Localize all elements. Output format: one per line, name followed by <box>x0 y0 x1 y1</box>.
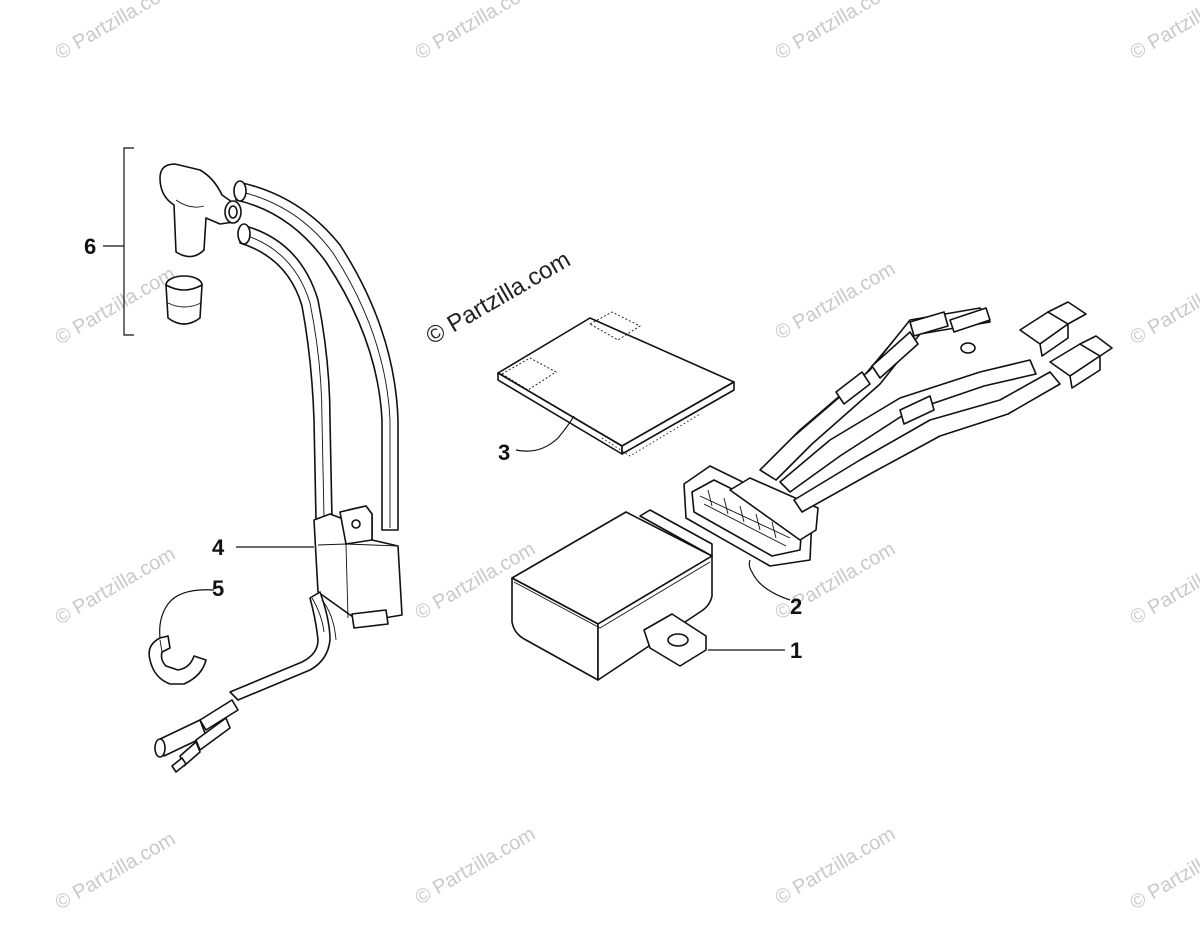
watermark-tile: © Partzilla.com <box>1127 543 1200 629</box>
watermark-tile: © Partzilla.com <box>1127 828 1200 914</box>
callout-5: 5 <box>212 576 224 601</box>
watermark-tile: © Partzilla.com <box>52 543 180 629</box>
watermark-tile: © Partzilla.com <box>1127 0 1200 64</box>
callout-6: 6 <box>84 234 96 259</box>
part-1-cdi-box <box>511 509 713 681</box>
watermark-tile: © Partzilla.com <box>52 0 180 64</box>
watermark-tile: © Partzilla.com <box>772 823 900 909</box>
bracket-6 <box>123 147 134 336</box>
watermark-tile: © Partzilla.com <box>412 0 540 64</box>
part-5-wire-clip <box>148 635 207 685</box>
watermark-grid: © Partzilla.com © Partzilla.com © Partzi… <box>52 0 1200 914</box>
watermark-main: © Partzilla.com <box>422 246 576 350</box>
part-4-ignition-coil <box>154 180 403 773</box>
callout-4: 4 <box>212 535 225 560</box>
watermark-tile: © Partzilla.com <box>772 0 900 64</box>
watermark-tile: © Partzilla.com <box>1127 263 1200 349</box>
watermark-tile: © Partzilla.com <box>52 263 180 349</box>
watermark-tile: © Partzilla.com <box>772 258 900 344</box>
leader-2 <box>748 559 791 601</box>
part-6-spark-plug-cap <box>103 147 242 336</box>
watermark-tile: © Partzilla.com <box>412 823 540 909</box>
callout-labels: 6 4 5 3 2 1 <box>84 234 802 663</box>
leader-3 <box>515 415 575 452</box>
callout-1: 1 <box>790 638 802 663</box>
leader-5 <box>159 589 215 639</box>
callout-2: 2 <box>790 594 802 619</box>
callout-3: 3 <box>498 440 510 465</box>
watermark-tile: © Partzilla.com <box>52 828 180 914</box>
part-2-wiring-harness <box>683 301 1113 567</box>
part-3-circuit-board <box>497 311 735 457</box>
